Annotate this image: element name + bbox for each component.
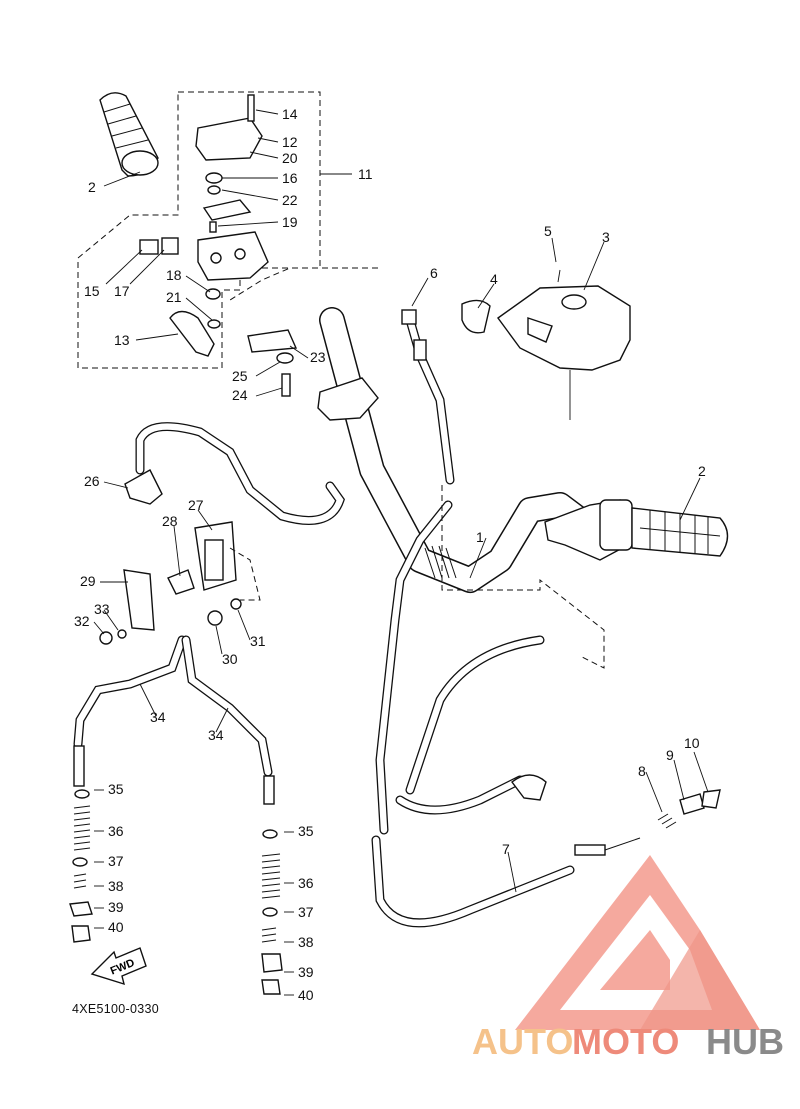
throttle-cables (371, 309, 641, 928)
callout-9: 9 (666, 747, 674, 763)
callout-26: 26 (84, 473, 100, 489)
right-grip (544, 499, 729, 561)
dashed-leaders (229, 267, 605, 669)
brake-hoses-lower (73, 635, 273, 777)
callout-40-left: 40 (108, 919, 124, 935)
callout-8: 8 (638, 763, 646, 779)
spring-stack-left (69, 745, 93, 943)
callout-2-right: 2 (698, 463, 706, 479)
small-leaders (94, 789, 294, 996)
callout-25: 25 (232, 368, 248, 384)
callout-30: 30 (222, 651, 238, 667)
callout-22: 22 (282, 192, 298, 208)
callout-21: 21 (166, 289, 182, 305)
watermark-auto: AUTO (472, 1021, 573, 1062)
callout-20: 20 (282, 150, 298, 166)
watermark-text: AUTO MOTO HUB (472, 1021, 784, 1062)
callout-35-right: 35 (298, 823, 314, 839)
callout-37-left: 37 (108, 853, 124, 869)
callout-34-right: 34 (208, 727, 224, 743)
callout-36-left: 36 (108, 823, 124, 839)
callout-1: 1 (476, 529, 484, 545)
left-grip (99, 92, 159, 177)
callout-33: 33 (94, 601, 110, 617)
handlebar (317, 307, 593, 593)
callout-5: 5 (544, 223, 552, 239)
master-cylinder (99, 521, 242, 645)
callout-32: 32 (74, 613, 90, 629)
callout-12: 12 (282, 134, 298, 150)
callout-23: 23 (310, 349, 326, 365)
callout-39-right: 39 (298, 964, 314, 980)
callout-4: 4 (490, 271, 498, 287)
watermark-hub: HUB (706, 1021, 784, 1062)
callout-38-left: 38 (108, 878, 124, 894)
callout-19: 19 (282, 214, 298, 230)
callout-29: 29 (80, 573, 96, 589)
callout-16: 16 (282, 170, 298, 186)
callout-13: 13 (114, 332, 130, 348)
callout-27: 27 (188, 497, 204, 513)
callout-10: 10 (684, 735, 700, 751)
callout-labels: 1 2 2 3 4 5 6 7 8 9 10 11 12 13 14 15 16… (74, 106, 706, 1003)
callout-11: 11 (358, 166, 373, 182)
callout-37-right: 37 (298, 904, 314, 920)
brake-hose-upper (124, 422, 345, 525)
callout-18: 18 (166, 267, 182, 283)
spring-stack-right (261, 775, 283, 995)
watermark-logo (515, 855, 760, 1030)
callout-leaders (93, 109, 709, 893)
cable-adjuster (657, 789, 721, 829)
callout-14: 14 (282, 106, 298, 122)
callout-3: 3 (602, 229, 610, 245)
fwd-arrow: FWD (90, 947, 147, 986)
callout-38-right: 38 (298, 934, 314, 950)
watermark-moto: MOTO (572, 1021, 679, 1062)
switch-cover (461, 269, 631, 420)
callout-2-left: 2 (88, 179, 96, 195)
callout-36-right: 36 (298, 875, 314, 891)
callout-39-left: 39 (108, 899, 124, 915)
callout-24: 24 (232, 387, 248, 403)
callout-40-right: 40 (298, 987, 314, 1003)
switch-assembly-box (77, 91, 352, 369)
callout-7: 7 (502, 841, 510, 857)
callout-35-left: 35 (108, 781, 124, 797)
diagram-code: 4XE5100-0330 (72, 1002, 159, 1016)
switch-parts (139, 94, 298, 397)
callout-6: 6 (430, 265, 438, 281)
callout-31: 31 (250, 633, 266, 649)
callout-28: 28 (162, 513, 178, 529)
callout-15: 15 (84, 283, 100, 299)
callout-17: 17 (114, 283, 130, 299)
callout-34-left: 34 (150, 709, 166, 725)
